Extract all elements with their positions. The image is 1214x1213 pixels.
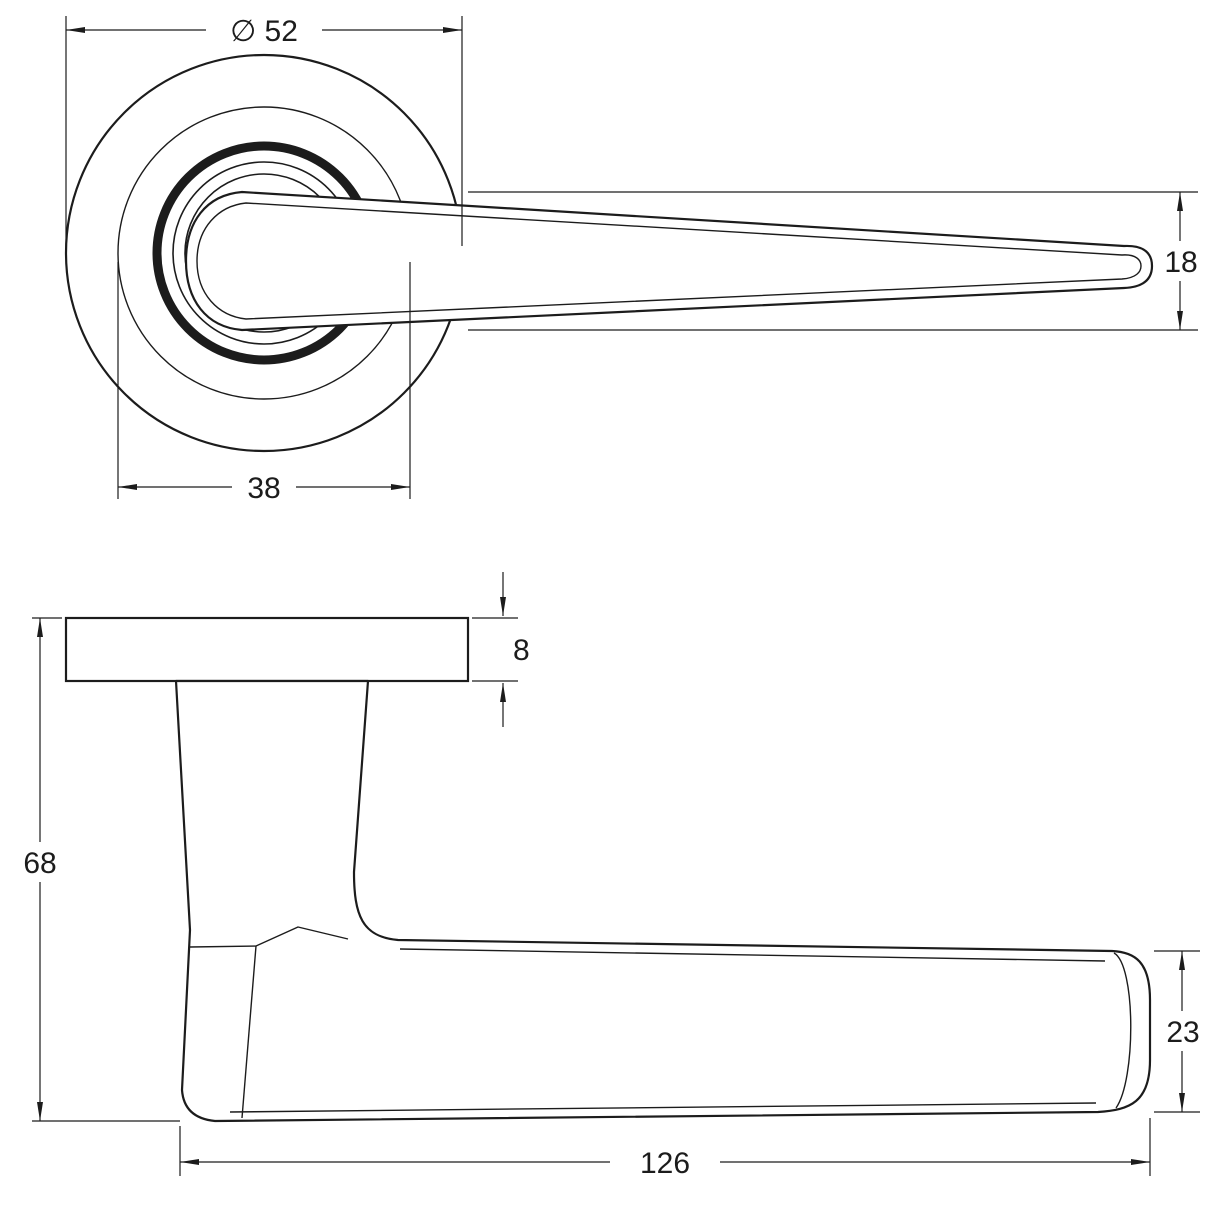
label-mask — [1159, 1011, 1207, 1051]
dim-lever-depth: 23 — [1154, 950, 1207, 1113]
label-mask — [232, 467, 296, 507]
label-mask — [206, 10, 322, 50]
rose-plate-profile — [64, 616, 470, 683]
neck-crease-line — [189, 926, 349, 948]
dim-label-plate-thickness: 8 — [513, 634, 530, 667]
lever-plan-outline — [184, 190, 1154, 332]
dim-lever-section: 18 — [468, 191, 1205, 331]
dim-plate-thickness: 8 — [472, 572, 530, 727]
lever-top-edge-line — [399, 948, 1106, 962]
lever-profile-outline — [174, 679, 1152, 1123]
lever-plan-inner-edge — [196, 202, 1142, 320]
dim-label-rose-diameter: ∅ 52 — [230, 15, 298, 48]
lever-end-edge-line — [1113, 952, 1132, 1109]
dim-label-lever-depth: 23 — [1166, 1016, 1199, 1049]
label-mask — [1157, 241, 1205, 281]
dim-label-lever-length: 126 — [640, 1147, 690, 1180]
dim-label-rose-inner: 38 — [247, 472, 280, 505]
grip-end-crease-line — [241, 945, 257, 1119]
dim-label-overall-height: 68 — [23, 847, 56, 880]
dim-lever-length: 126 — [179, 1118, 1151, 1182]
dim-overall-height: 68 — [14, 617, 180, 1122]
dim-rose-inner: 38 — [117, 262, 411, 507]
lever-bottom-edge-line — [229, 1102, 1097, 1113]
label-mask — [610, 1142, 720, 1182]
front-view: ∅ 52 38 18 — [64, 10, 1205, 507]
dim-label-lever-section: 18 — [1164, 246, 1197, 279]
label-mask — [14, 842, 66, 882]
dim-rose-diameter: ∅ 52 — [65, 10, 463, 247]
side-view: 8 68 23 126 — [14, 572, 1207, 1182]
